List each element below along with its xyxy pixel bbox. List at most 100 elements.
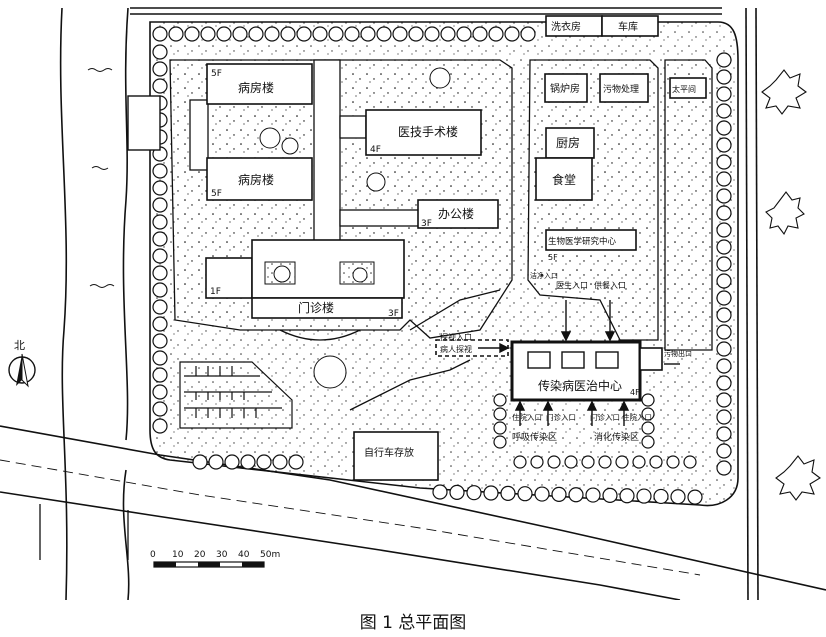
laundry-label: 洗衣房 xyxy=(551,20,581,33)
tree xyxy=(456,26,472,42)
tree xyxy=(224,454,240,470)
building-labels: 洗衣房 车库 病房楼 5F 病房楼 5F 医技手术楼 4F 办公楼 3F 门诊楼… xyxy=(210,20,696,459)
morgue xyxy=(669,77,707,99)
kitchen xyxy=(545,127,595,159)
waste-treatment xyxy=(599,73,649,103)
tree xyxy=(280,26,296,42)
tree xyxy=(716,222,732,238)
north-label: 北 xyxy=(14,339,25,352)
tree xyxy=(641,435,655,449)
tree xyxy=(716,52,732,68)
kitchen-label: 厨房 xyxy=(556,135,580,150)
tree xyxy=(530,455,544,469)
tree xyxy=(376,26,392,42)
outpatient-entrance-1-label: 门诊入口 xyxy=(546,412,576,422)
tree xyxy=(716,324,732,340)
tree xyxy=(716,205,732,221)
tree xyxy=(240,454,256,470)
tree xyxy=(472,26,488,42)
tree xyxy=(152,418,168,434)
tree xyxy=(716,273,732,289)
tree xyxy=(152,26,168,42)
tree xyxy=(408,26,424,42)
tree xyxy=(636,488,652,504)
tree xyxy=(152,248,168,264)
tree xyxy=(288,454,304,470)
canteen-label: 食堂 xyxy=(552,172,576,187)
tree xyxy=(632,455,646,469)
scale-tick-label: 0 xyxy=(150,550,156,560)
scale-tick-label: 50m xyxy=(260,550,280,560)
outpatient-front xyxy=(251,297,403,319)
medtech-floor: 4F xyxy=(370,145,381,155)
office-label: 办公楼 xyxy=(438,206,474,221)
supply-entrance-label: 供餐入口 xyxy=(594,280,626,290)
garage xyxy=(601,15,659,37)
tree xyxy=(216,26,232,42)
tree xyxy=(152,163,168,179)
tree xyxy=(666,455,680,469)
tree xyxy=(716,69,732,85)
zone-left-label: 呼吸传染区 xyxy=(512,431,557,443)
tree xyxy=(581,455,595,469)
tree xyxy=(256,454,272,470)
garage-label: 车库 xyxy=(618,20,638,33)
tree xyxy=(152,299,168,315)
tree xyxy=(440,26,456,42)
staff-entrance-label: 医生入口 xyxy=(556,280,588,290)
tree xyxy=(152,401,168,417)
ward-1-floor: 5F xyxy=(211,69,222,79)
entrance-plaza xyxy=(279,289,501,411)
figure-caption: 图 1 总平面图 xyxy=(359,613,467,633)
tree xyxy=(716,188,732,204)
ward-building-1 xyxy=(206,63,313,105)
tree xyxy=(272,454,288,470)
tree xyxy=(716,341,732,357)
bike-shed xyxy=(353,431,439,481)
medtech-label: 医技手术楼 xyxy=(398,124,458,139)
tree xyxy=(493,407,507,421)
tree xyxy=(513,455,527,469)
tree xyxy=(716,307,732,323)
tree xyxy=(716,290,732,306)
tree xyxy=(716,86,732,102)
patient-visit-label: 病人探视 xyxy=(440,344,472,354)
tree xyxy=(344,26,360,42)
tree xyxy=(641,393,655,407)
tree xyxy=(619,488,635,504)
bike-label: 自行车存放 xyxy=(364,446,414,459)
inpatient-entrance-1-label: 住院入口 xyxy=(512,412,542,422)
tree xyxy=(152,214,168,230)
ward-1-label: 病房楼 xyxy=(238,80,274,95)
outpatient-wing-left xyxy=(205,257,253,299)
tree xyxy=(687,489,703,505)
tree xyxy=(520,26,536,42)
tree xyxy=(716,239,732,255)
tree xyxy=(152,265,168,281)
tree xyxy=(152,282,168,298)
tree xyxy=(585,487,601,503)
tree-rows xyxy=(152,26,732,505)
tree xyxy=(716,120,732,136)
tree xyxy=(296,26,312,42)
tree xyxy=(360,26,376,42)
tree xyxy=(152,316,168,332)
parking-lot xyxy=(179,361,293,429)
ward-2-label: 病房楼 xyxy=(238,172,274,187)
tree xyxy=(615,455,629,469)
tree xyxy=(602,487,618,503)
tree xyxy=(168,26,184,42)
biomed-floor: 5F xyxy=(548,253,558,262)
tree xyxy=(152,78,168,94)
tree xyxy=(716,137,732,153)
roads xyxy=(0,7,826,600)
tree xyxy=(534,486,550,502)
tree xyxy=(208,454,224,470)
tree xyxy=(152,350,168,366)
tree xyxy=(248,26,264,42)
waste-exit-label: 污物出口 xyxy=(664,349,692,358)
office-floor: 3F xyxy=(421,219,432,229)
tree xyxy=(564,455,578,469)
outpatient-label: 门诊楼 xyxy=(298,300,334,315)
